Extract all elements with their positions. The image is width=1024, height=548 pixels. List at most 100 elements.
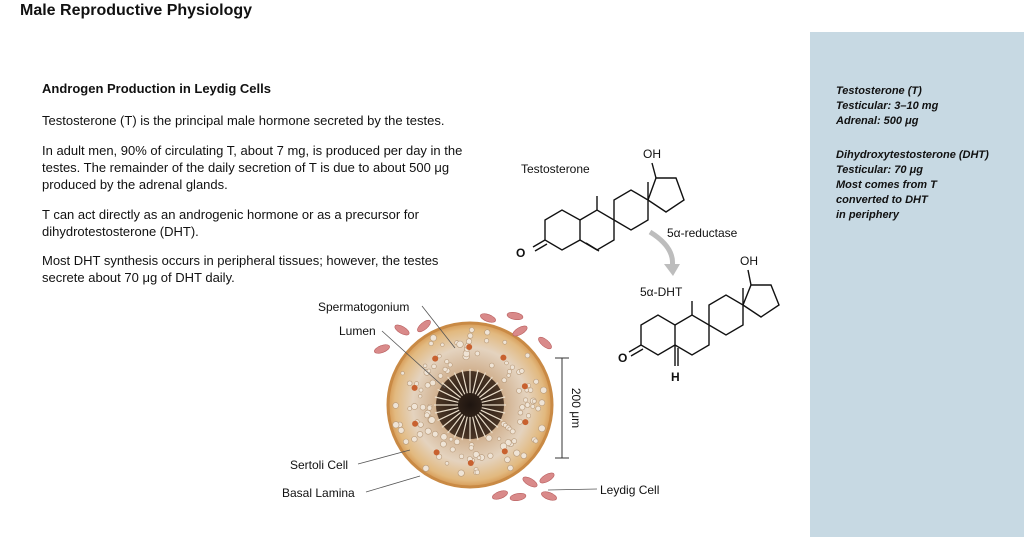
germ-cell — [499, 442, 508, 450]
leydig-cell — [417, 319, 431, 333]
germ-cell — [429, 334, 437, 342]
germ-cell — [422, 464, 430, 472]
spermatogonium-label: Spermatogonium — [318, 300, 409, 314]
spermatozoa-tail — [434, 407, 459, 414]
dht-structure — [628, 269, 780, 366]
germ-cell — [509, 364, 515, 370]
germ-cell — [431, 363, 437, 370]
spermatozoa-tail — [480, 409, 503, 422]
sertoli-nucleus — [521, 383, 528, 390]
testosterone-oh-label: OH — [643, 147, 661, 161]
sidebar-panel — [810, 32, 1024, 537]
spermatozoa-tail — [481, 407, 506, 414]
germ-cell — [484, 329, 491, 336]
testosterone-o-label: O — [516, 246, 525, 260]
spermatozoa-tail — [453, 372, 466, 395]
germ-cell — [501, 377, 507, 383]
testosterone-structure — [532, 162, 685, 252]
spermatozoa-tail — [437, 409, 460, 422]
germ-cell — [429, 379, 436, 387]
leydig-cells — [374, 311, 557, 502]
leydig-cell-label: Leydig Cell — [600, 483, 659, 497]
germ-cell — [468, 445, 474, 451]
germ-cell — [432, 430, 439, 438]
germ-cell — [538, 399, 546, 407]
germ-cell — [422, 363, 428, 368]
germ-cell — [474, 350, 481, 357]
germ-cell — [426, 368, 432, 374]
paragraph-4: Most DHT synthesis occurs in peripheral … — [42, 253, 439, 285]
leydig-cell — [480, 313, 496, 323]
germ-cell — [468, 327, 475, 333]
leydig-cell — [374, 344, 390, 354]
dht-h-label: H — [671, 370, 680, 384]
leydig-cell — [509, 492, 527, 502]
dht-o-label: O — [618, 351, 627, 365]
germ-cell — [497, 436, 502, 441]
sertoli-nucleus — [433, 449, 440, 456]
sidebar-testosterone-info: Testosterone (T) Testicular: 3–10 mg Adr… — [836, 84, 938, 129]
germ-cell — [484, 338, 490, 344]
sertoli-nucleus — [500, 354, 507, 361]
basal-lamina-label: Basal Lamina — [282, 486, 355, 500]
germ-cell — [417, 421, 424, 428]
germ-cell — [520, 452, 527, 459]
germ-cell — [440, 433, 448, 441]
sidebar-dht-note-1: Most comes from T — [836, 179, 937, 191]
sidebar-t-adrenal: Adrenal: 500 μg — [836, 115, 919, 127]
germ-cell — [504, 439, 512, 446]
conversion-arrow-head — [664, 264, 680, 276]
sertoli-nucleus — [412, 420, 419, 427]
germ-cell — [444, 359, 450, 364]
germ-cell — [506, 373, 511, 378]
germ-cell — [447, 362, 453, 368]
leydig-cell — [541, 491, 557, 501]
germ-cell — [407, 380, 413, 386]
testosterone-label: Testosterone — [521, 162, 590, 176]
germ-cell — [418, 394, 423, 399]
sidebar-t-title: Testosterone (T) — [836, 85, 922, 97]
spermatozoa-tail — [481, 396, 506, 403]
germ-cell — [511, 438, 518, 444]
germ-cell — [524, 402, 531, 408]
scale-label: 200 μm — [569, 388, 583, 428]
germ-cell — [392, 421, 400, 429]
spermatozoa-tail — [477, 376, 493, 396]
germ-cell — [456, 340, 464, 348]
spermatozoa-tail — [480, 388, 503, 401]
germ-cell — [453, 438, 461, 446]
spermatozoa-tail — [474, 415, 487, 438]
sertoli-nucleus — [522, 419, 529, 426]
paragraph-2: In adult men, 90% of circulating T, abou… — [42, 143, 463, 192]
germ-cell — [533, 438, 539, 444]
germ-cell — [400, 371, 405, 376]
paragraph-1: Testosterone (T) is the principal male h… — [42, 113, 445, 128]
enzyme-label: 5α-reductase — [667, 226, 738, 240]
leader-lines — [357, 305, 598, 493]
sertoli-nucleus — [467, 460, 474, 466]
germ-cell — [517, 418, 523, 425]
lumen-label: Lumen — [339, 324, 376, 338]
germ-cell — [423, 412, 430, 419]
leydig-cell — [538, 336, 552, 350]
spermatozoa-tail — [474, 372, 487, 395]
germ-cell — [424, 427, 432, 435]
spermatozoa-tail — [479, 412, 499, 428]
germ-cell — [437, 373, 444, 379]
germ-cell — [442, 366, 448, 372]
sertoli-nucleus — [466, 344, 473, 350]
germ-cell — [402, 438, 409, 445]
germ-cell — [440, 342, 445, 347]
germ-cell — [535, 405, 542, 412]
paragraph-3: T can act directly as an androgenic horm… — [42, 207, 419, 239]
germ-cell — [509, 428, 516, 435]
lumen-core — [436, 371, 504, 439]
germ-cell — [524, 352, 531, 359]
leydig-cell — [512, 325, 528, 337]
germ-cell — [507, 464, 514, 472]
spermatozoa-tail — [453, 415, 466, 438]
germ-cell — [506, 369, 512, 375]
germ-cell — [407, 406, 413, 411]
page-title: Male Reproductive Physiology — [20, 2, 253, 19]
